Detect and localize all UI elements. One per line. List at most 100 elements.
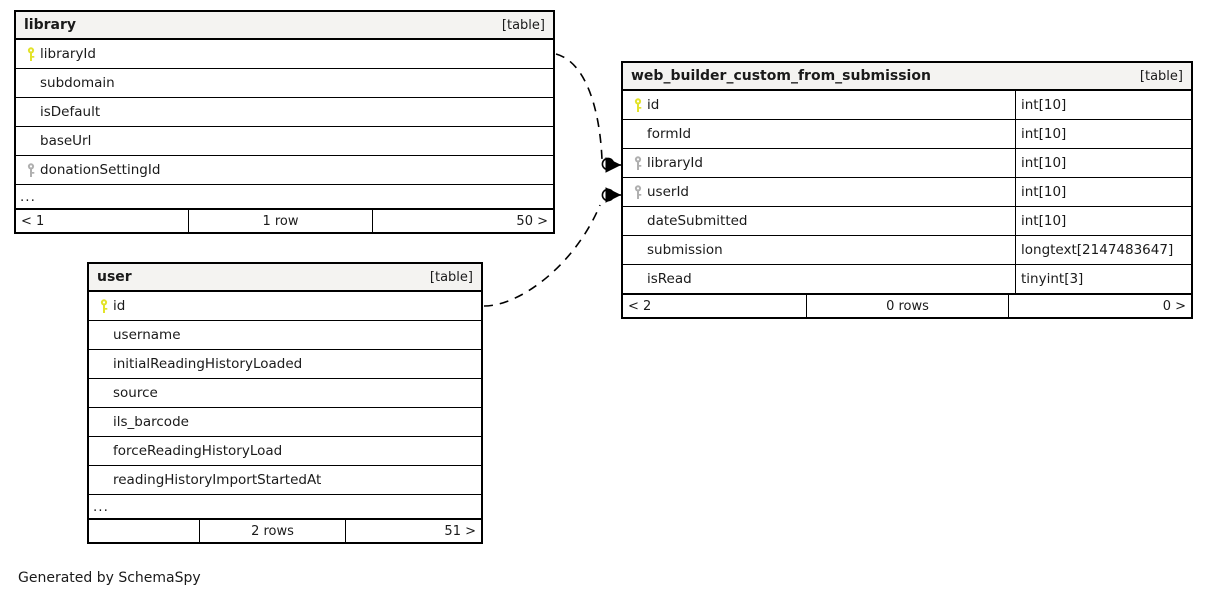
column-type: int[10] — [1015, 178, 1191, 206]
table-row[interactable]: dateSubmitted int[10] — [623, 207, 1191, 236]
row-count-label: 2 rows — [199, 520, 346, 542]
column-name: formId — [647, 126, 692, 142]
column-name: subdomain — [40, 75, 115, 91]
next-page-button[interactable]: 51 > — [444, 523, 476, 539]
column-type: int[10] — [1015, 149, 1191, 177]
table-row[interactable]: id int[10] — [623, 91, 1191, 120]
table-row[interactable]: isDefault — [16, 98, 553, 127]
table-row[interactable]: readingHistoryImportStartedAt — [89, 466, 481, 495]
column-cell-name: ils_barcode — [89, 408, 481, 436]
column-cell-name: libraryId — [623, 149, 1015, 177]
table-row[interactable]: id — [89, 292, 481, 321]
table-row[interactable]: isRead tinyint[3] — [623, 265, 1191, 294]
column-cell-name: isDefault — [16, 98, 553, 126]
table-row[interactable]: forceReadingHistoryLoad — [89, 437, 481, 466]
column-cell-name: id — [623, 91, 1015, 119]
column-type: int[10] — [1015, 207, 1191, 235]
column-cell-name: baseUrl — [16, 127, 553, 155]
row-count-label: 0 rows — [806, 295, 1009, 317]
table-user[interactable]: user [table] id username — [87, 262, 483, 544]
prev-page-button[interactable]: < 2 — [628, 298, 652, 314]
table-row[interactable]: subdomain — [16, 69, 553, 98]
column-type: longtext[2147483647] — [1015, 236, 1191, 264]
table-library-header: library [table] — [16, 12, 553, 40]
column-name: isDefault — [40, 104, 101, 120]
cardinality-many-marker — [605, 187, 622, 203]
column-cell-name: libraryId — [16, 40, 553, 68]
column-name: dateSubmitted — [647, 213, 748, 229]
column-name: ils_barcode — [113, 414, 189, 430]
table-row[interactable]: donationSettingId — [16, 156, 553, 185]
column-cell-name: username — [89, 321, 481, 349]
column-type: int[10] — [1015, 91, 1191, 119]
generated-by-caption: Generated by SchemaSpy — [18, 570, 201, 586]
column-cell-name: readingHistoryImportStartedAt — [89, 466, 481, 494]
table-row[interactable]: initialReadingHistoryLoaded — [89, 350, 481, 379]
table-user-header: user [table] — [89, 264, 481, 292]
foreign-key-icon — [22, 162, 40, 178]
cardinality-zero-marker — [601, 157, 615, 171]
table-row[interactable]: ils_barcode — [89, 408, 481, 437]
column-name: id — [647, 97, 660, 113]
column-name: isRead — [647, 271, 692, 287]
column-name: readingHistoryImportStartedAt — [113, 472, 322, 488]
table-user-footer: 2 rows 51 > — [89, 519, 481, 542]
table-library-kind: [table] — [501, 17, 545, 33]
table-library[interactable]: library [table] libraryId subdomai — [14, 10, 555, 234]
column-name: donationSettingId — [40, 162, 161, 178]
table-row[interactable]: source — [89, 379, 481, 408]
prev-page-button[interactable] — [89, 520, 199, 542]
column-name: username — [113, 327, 181, 343]
column-name: baseUrl — [40, 133, 92, 149]
column-cell-name: initialReadingHistoryLoaded — [89, 350, 481, 378]
column-name: initialReadingHistoryLoaded — [113, 356, 303, 372]
table-row[interactable]: formId int[10] — [623, 120, 1191, 149]
column-cell-name: userId — [623, 178, 1015, 206]
column-cell-name: isRead — [623, 265, 1015, 293]
table-submission-header: web_builder_custom_from_submission [tabl… — [623, 63, 1191, 91]
more-columns-indicator[interactable]: ... — [16, 185, 553, 209]
column-name: forceReadingHistoryLoad — [113, 443, 283, 459]
column-cell-name: id — [89, 292, 481, 320]
column-cell-name: source — [89, 379, 481, 407]
table-row[interactable]: baseUrl — [16, 127, 553, 156]
table-row[interactable]: username — [89, 321, 481, 350]
column-type: tinyint[3] — [1015, 265, 1191, 293]
primary-key-icon — [629, 97, 647, 113]
table-row[interactable]: libraryId int[10] — [623, 149, 1191, 178]
table-submission-footer: < 2 0 rows 0 > — [623, 294, 1191, 317]
column-cell-name: forceReadingHistoryLoad — [89, 437, 481, 465]
foreign-key-icon — [629, 184, 647, 200]
table-library-title: library — [24, 17, 77, 33]
column-name: libraryId — [40, 46, 96, 62]
column-cell-name: formId — [623, 120, 1015, 148]
column-name: userId — [647, 184, 689, 200]
column-name: libraryId — [647, 155, 703, 171]
more-columns-indicator[interactable]: ... — [89, 495, 481, 519]
cardinality-zero-marker — [601, 188, 615, 202]
column-type: int[10] — [1015, 120, 1191, 148]
table-library-footer: < 1 1 row 50 > — [16, 209, 553, 232]
table-submission-title: web_builder_custom_from_submission — [631, 68, 931, 84]
column-name: submission — [647, 242, 723, 258]
relationship-library-libraryid — [555, 53, 622, 173]
next-page-button[interactable]: 50 > — [516, 213, 548, 229]
table-row[interactable]: userId int[10] — [623, 178, 1191, 207]
row-count-label: 1 row — [188, 210, 373, 232]
primary-key-icon — [95, 298, 113, 314]
next-page-button[interactable]: 0 > — [1162, 298, 1186, 314]
foreign-key-icon — [629, 155, 647, 171]
column-cell-name: subdomain — [16, 69, 553, 97]
column-cell-name: submission — [623, 236, 1015, 264]
table-user-kind: [table] — [429, 269, 473, 285]
table-row[interactable]: libraryId — [16, 40, 553, 69]
column-name: source — [113, 385, 158, 401]
cardinality-many-marker — [605, 157, 622, 173]
table-web-builder-custom-from-submission[interactable]: web_builder_custom_from_submission [tabl… — [621, 61, 1193, 319]
prev-page-button[interactable]: < 1 — [21, 213, 45, 229]
table-row[interactable]: submission longtext[2147483647] — [623, 236, 1191, 265]
relationship-line — [555, 53, 603, 161]
column-name: id — [113, 298, 126, 314]
column-cell-name: donationSettingId — [16, 156, 553, 184]
